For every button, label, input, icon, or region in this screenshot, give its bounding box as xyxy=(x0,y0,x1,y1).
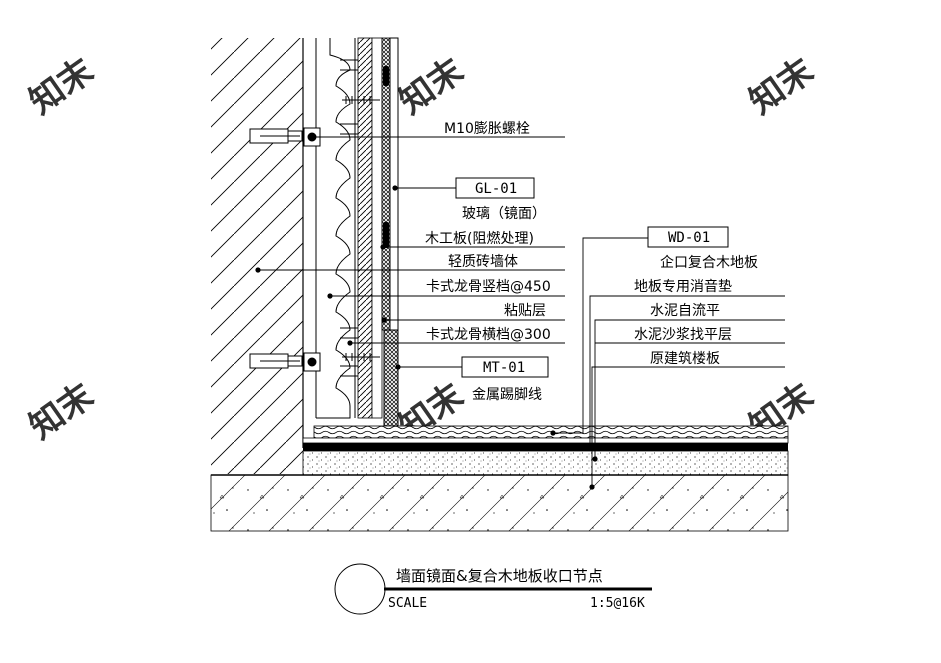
label-wood-floor: 企口复合木地板 xyxy=(660,254,758,271)
watermark: 知末 xyxy=(22,51,101,123)
label-bolt: M10膨胀螺栓 xyxy=(444,120,530,137)
tag-box-mt xyxy=(461,356,549,378)
label-leveler: 水泥自流平 xyxy=(650,303,720,319)
watermark-group: 知末 知末 知末 知末 知末 知末 xyxy=(22,51,821,448)
label-slab: 原建筑楼板 xyxy=(650,351,720,367)
watermark: 知末 xyxy=(392,51,471,123)
expansion-bolt-lower xyxy=(249,352,321,372)
scale-label: SCALE xyxy=(388,596,427,611)
tag-mt: MT-01 xyxy=(483,360,525,376)
label-pad: 地板专用消音垫 xyxy=(634,278,732,295)
screw-upper xyxy=(342,96,380,104)
leader-dots xyxy=(255,134,598,490)
floor-buildup xyxy=(210,425,789,532)
label-vkeel: 卡式龙骨竖档@450 xyxy=(426,279,551,295)
wall-finish-layers xyxy=(357,37,399,427)
tag-box-gl xyxy=(455,177,535,199)
watermark: 知末 xyxy=(742,51,821,123)
structural-wall xyxy=(211,38,304,474)
label-adhesive: 粘贴层 xyxy=(504,303,546,319)
scale-value: 1:5@16K xyxy=(590,596,645,611)
tag-wd: WD-01 xyxy=(668,230,710,246)
label-mortar: 水泥沙浆找平层 xyxy=(634,327,732,343)
label-skirting: 金属踢脚线 xyxy=(472,387,542,403)
watermark: 知末 xyxy=(22,376,101,448)
screw-lower xyxy=(342,353,380,361)
label-glass: 玻璃（镜面） xyxy=(462,205,546,222)
title-block: 墙面镜面&复合木地板收口节点 SCALE 1:5@16K xyxy=(334,563,652,615)
label-plywood: 木工板(阻燃处理) xyxy=(425,230,534,247)
detail-circle xyxy=(334,563,386,615)
drawing-title: 墙面镜面&复合木地板收口节点 xyxy=(396,567,603,585)
label-hkeel: 卡式龙骨横档@300 xyxy=(426,327,551,343)
tag-box-wd xyxy=(647,226,729,248)
tag-gl: GL-01 xyxy=(475,181,517,197)
label-brick: 轻质砖墙体 xyxy=(448,254,518,270)
